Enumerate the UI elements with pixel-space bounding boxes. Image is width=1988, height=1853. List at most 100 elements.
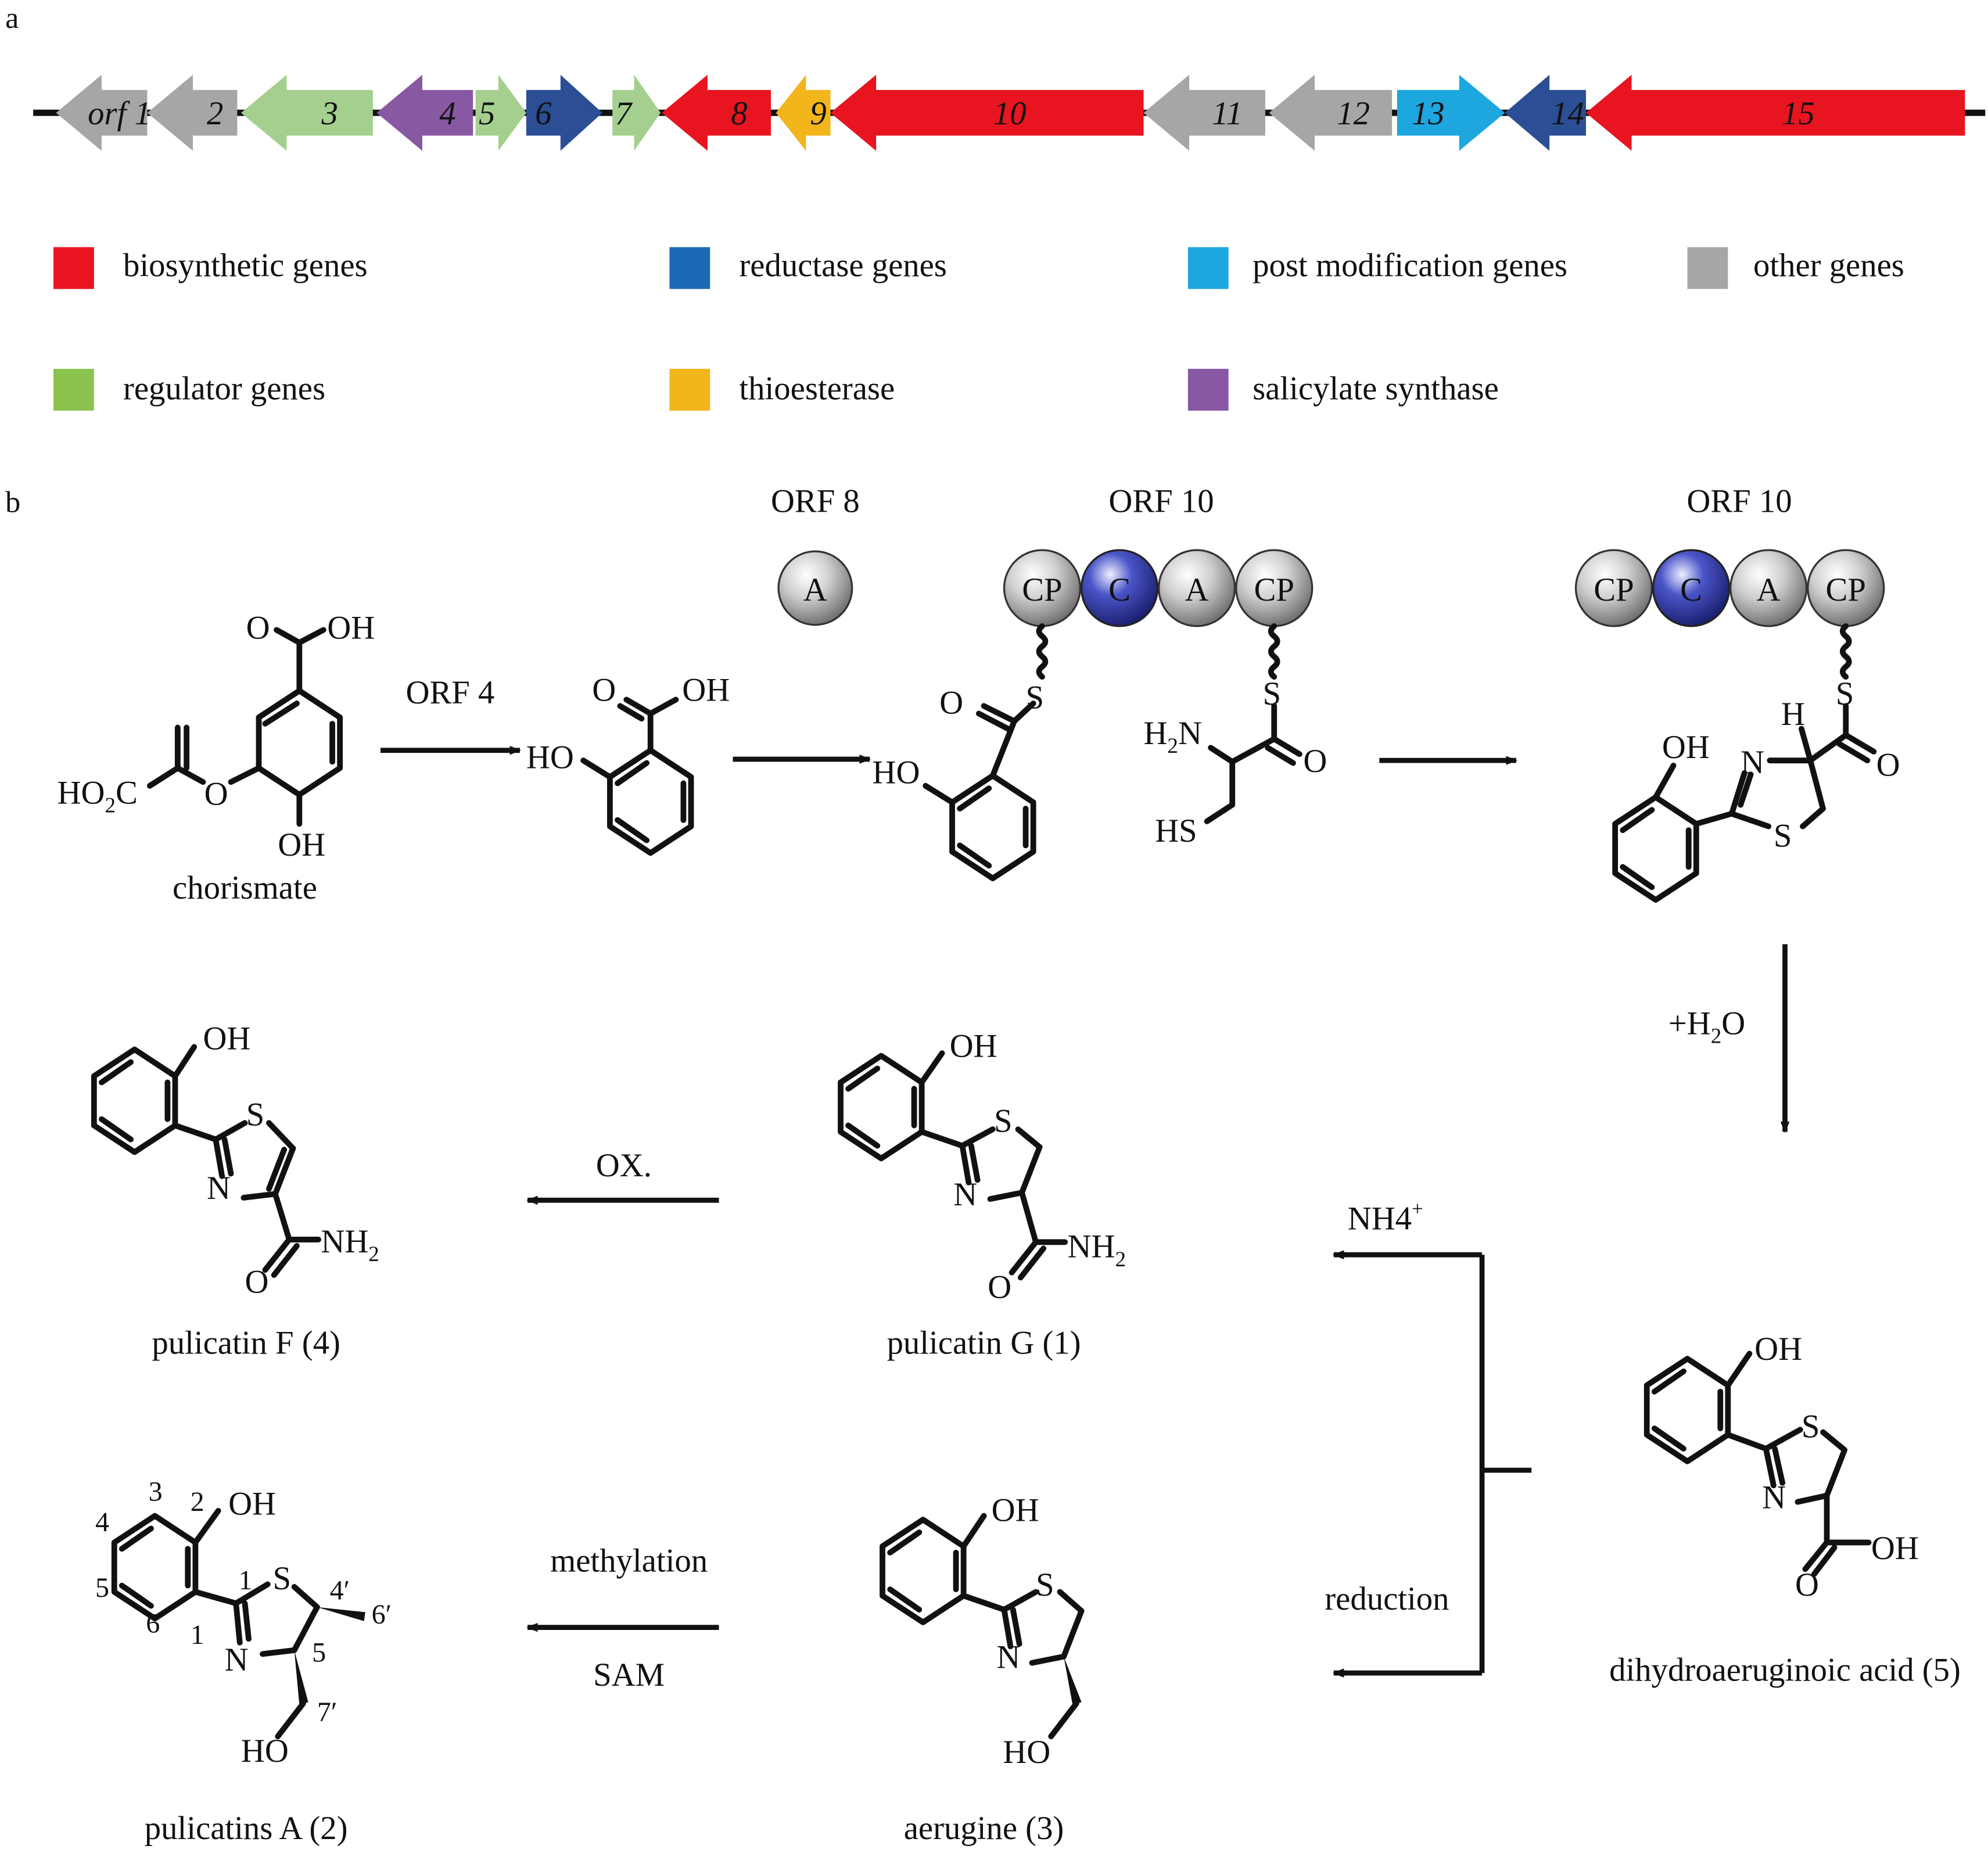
label-nh4: NH4+ — [1348, 1197, 1423, 1237]
gene-label-11: 11 — [1212, 95, 1243, 132]
legend-swatch-other — [1687, 247, 1728, 289]
orf10b-cp1-domain — [1574, 549, 1653, 627]
orf10-c-domain — [1080, 549, 1159, 627]
gene-label-7: 7 — [615, 95, 633, 132]
legend-label-post-modification: post modification genes — [1253, 247, 1567, 284]
label-reduction: reduction — [1325, 1581, 1449, 1617]
gene-arrow-1 — [56, 74, 148, 151]
gene-label-1: orf 1 — [88, 95, 151, 132]
svg-text:O: O — [1303, 743, 1327, 780]
gene-label-12: 12 — [1337, 95, 1370, 132]
label-water: +H2O — [1668, 1005, 1745, 1048]
orf10-c-label: C — [1108, 572, 1131, 608]
svg-text:H2N: H2N — [1143, 715, 1201, 758]
cysteinyl-thioester-structure: S O H2N HS — [1143, 623, 1327, 849]
orf10b-a-domain — [1729, 549, 1808, 627]
gene-arrow-12 — [1269, 74, 1393, 151]
svg-text:N: N — [996, 1639, 1020, 1675]
gene-label-6: 6 — [535, 95, 552, 132]
branch-bracket — [1332, 1250, 1532, 1678]
salicyl-thioester-structure: S O HO — [873, 623, 1049, 881]
svg-text:N: N — [1762, 1479, 1786, 1516]
pulicatin-g-structure: OH S N NH2 O pulicatin G (1) — [838, 1028, 1126, 1361]
salicylic-acid-structure: O OH HO — [526, 672, 730, 856]
svg-text:O: O — [245, 1264, 268, 1301]
orf10b-c-label: C — [1680, 572, 1702, 608]
panel-label-b: b — [5, 486, 20, 519]
legend-swatch-post-modification — [1187, 247, 1229, 289]
svg-text:NH2: NH2 — [1068, 1228, 1126, 1271]
svg-text:OH: OH — [228, 1485, 276, 1522]
orf8-a-label: A — [803, 572, 827, 608]
wedge-methyl — [317, 1607, 365, 1621]
num-5-thiazoline: 5 — [312, 1637, 326, 1668]
chorismate-structure: O OH O HO2C OH chorismate — [58, 610, 375, 906]
legend-swatch-reductase — [669, 247, 710, 289]
svg-text:HO2C: HO2C — [58, 774, 138, 817]
label-pulicatin-g: pulicatin G (1) — [887, 1324, 1081, 1361]
num-2: 2 — [191, 1486, 204, 1517]
gene-arrow-13 — [1397, 74, 1505, 151]
enzyme-domains: ORF 8 ORF 10 ORF 10 A CP C A CP CP C A C… — [771, 483, 1885, 627]
gene-arrow-10 — [830, 74, 1144, 151]
svg-text:S: S — [1774, 818, 1792, 854]
orf10-title-right: ORF 10 — [1686, 483, 1792, 520]
svg-text:HO: HO — [526, 739, 574, 775]
svg-text:N: N — [1741, 744, 1764, 781]
label-pulicatin-f: pulicatin F (4) — [152, 1324, 340, 1361]
gene-arrow-4 — [376, 74, 473, 151]
num-4-prime: 4′ — [330, 1575, 350, 1606]
num-1-ring: 1 — [191, 1619, 204, 1650]
num-5: 5 — [95, 1572, 109, 1603]
svg-text:OH: OH — [950, 1028, 997, 1065]
svg-text:O: O — [1795, 1567, 1819, 1603]
orf10-a-label: A — [1185, 572, 1209, 608]
aerugine-structure: OH S N HO aerugine (3) — [880, 1492, 1085, 1847]
svg-text:S: S — [1263, 676, 1282, 712]
gene-label-15: 15 — [1782, 95, 1815, 132]
svg-text:O: O — [204, 776, 228, 813]
svg-text:O: O — [246, 610, 270, 647]
gene-label-14: 14 — [1551, 95, 1584, 132]
gene-legend: biosynthetic genes reductase genes post … — [53, 247, 1904, 411]
svg-text:O: O — [592, 672, 616, 709]
legend-swatch-regulator — [53, 368, 94, 411]
svg-text:OH: OH — [1754, 1331, 1802, 1367]
wedge-bond — [1064, 1656, 1082, 1705]
svg-text:O: O — [988, 1269, 1011, 1305]
svg-text:S: S — [272, 1560, 291, 1597]
orf10-title-left: ORF 10 — [1108, 483, 1214, 520]
label-methylation: methylation — [550, 1543, 708, 1579]
dihydroaeruginoic-acid-structure: OH S N O OH dihydroaeruginoic acid (5) — [1609, 1331, 1961, 1688]
gene-label-5: 5 — [479, 95, 495, 132]
legend-label-salicylate: salicylate synthase — [1253, 370, 1499, 407]
orf10b-c-domain — [1652, 549, 1731, 627]
svg-text:N: N — [953, 1176, 977, 1213]
gene-label-3: 3 — [321, 95, 338, 132]
label-dihydroaeruginoic: dihydroaeruginoic acid (5) — [1609, 1651, 1961, 1688]
pulicatin-f-structure: OH S N NH2 O pulicatin F (4) — [91, 1021, 379, 1361]
svg-text:S: S — [994, 1103, 1013, 1139]
gene-label-2: 2 — [207, 95, 223, 132]
gene-label-9: 9 — [810, 95, 826, 132]
svg-text:H: H — [1781, 696, 1805, 732]
orf10-a-domain — [1158, 549, 1236, 627]
label-sam: SAM — [593, 1657, 665, 1693]
legend-label-reductase: reductase genes — [739, 247, 946, 284]
panel-label-a: a — [5, 1, 19, 35]
svg-text:OH: OH — [1871, 1530, 1919, 1567]
legend-label-other: other genes — [1753, 247, 1904, 284]
num-4: 4 — [95, 1507, 109, 1538]
svg-text:HO: HO — [1003, 1734, 1050, 1771]
svg-text:HO: HO — [241, 1733, 289, 1769]
svg-text:S: S — [1036, 1567, 1054, 1603]
orf10b-cp1-label: CP — [1594, 572, 1634, 608]
orf10b-cp2-label: CP — [1826, 572, 1866, 608]
svg-text:OH: OH — [1662, 729, 1710, 766]
svg-text:OH: OH — [278, 827, 325, 863]
wedge-hydroxymethyl — [294, 1650, 308, 1705]
num-3: 3 — [149, 1476, 163, 1507]
svg-text:OH: OH — [203, 1021, 250, 1057]
label-pulicatins-a: pulicatins A (2) — [145, 1810, 348, 1847]
